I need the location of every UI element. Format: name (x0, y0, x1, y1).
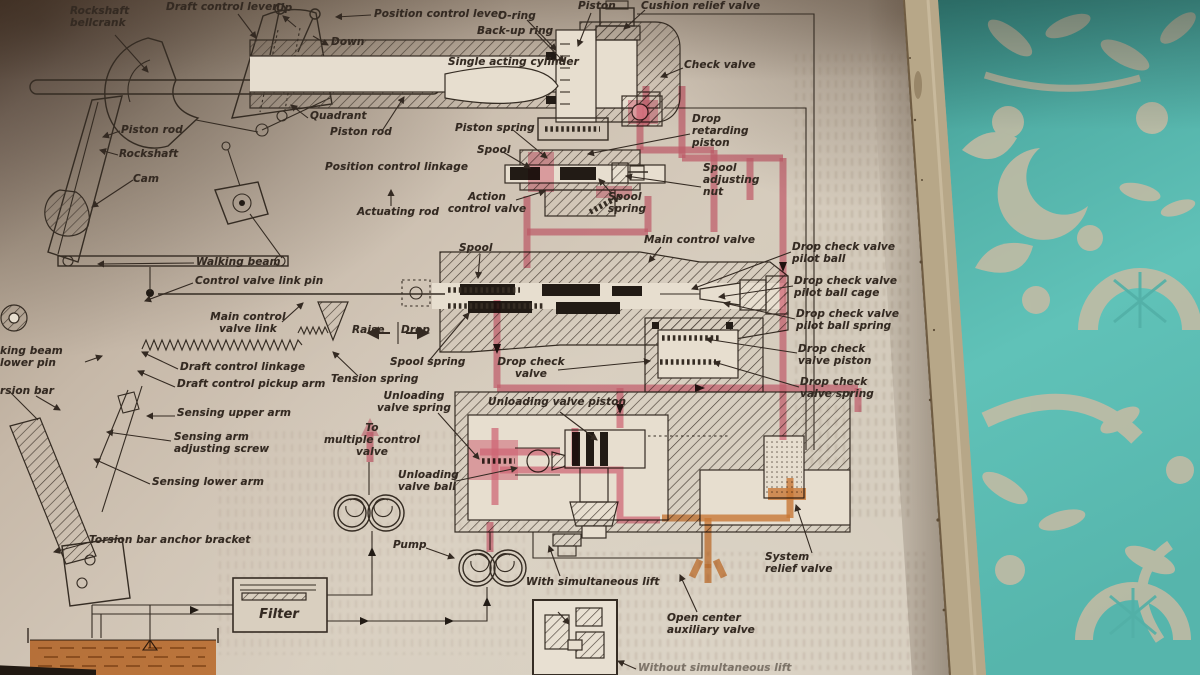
book-page (0, 0, 949, 675)
return-highlight-orange (30, 478, 806, 675)
book-page-edge (903, 0, 989, 675)
fabric-background (938, 0, 1200, 675)
photo-edge-shadow (0, 665, 96, 675)
pressure-highlight-pink (361, 86, 862, 552)
leader-arrows (35, 9, 813, 670)
